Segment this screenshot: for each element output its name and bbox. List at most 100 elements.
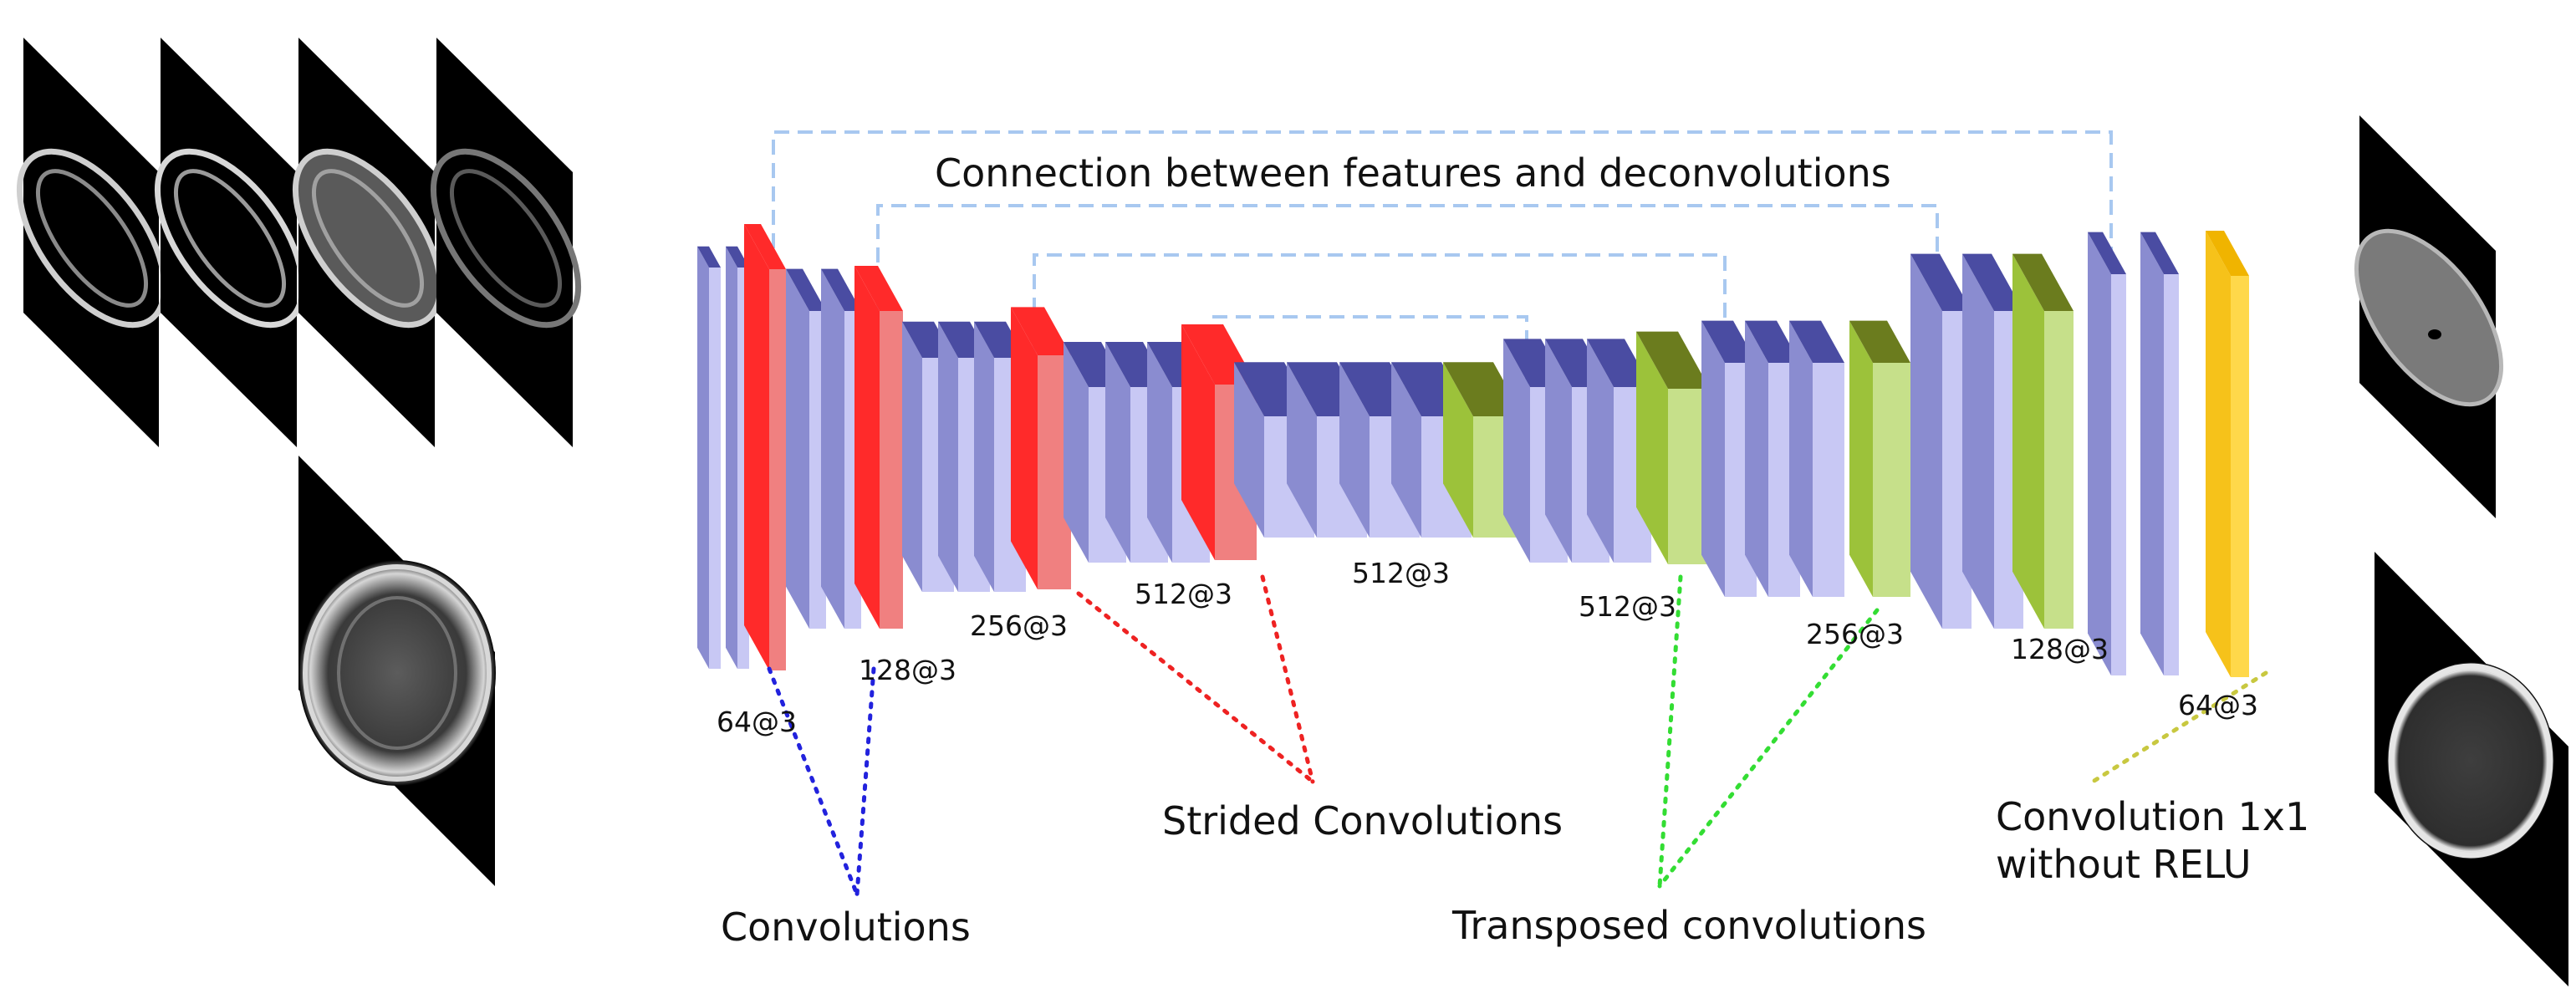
layer-block-top (786, 268, 826, 311)
layer-block-top (1636, 331, 1710, 389)
layer-block-top (1962, 253, 2023, 311)
input-scans (16, 38, 582, 886)
strided-pointer-b (1260, 574, 1315, 784)
layer-block-side (786, 268, 809, 629)
layer-block-front (2111, 274, 2126, 675)
dim-label-9: 64@3 (2178, 689, 2258, 721)
conv1x1-pointer (2088, 670, 2268, 786)
conv1x1-label-line1: Convolution 1x1 (1996, 794, 2309, 839)
skip-connection-2 (876, 204, 1939, 309)
layer-block-side (2140, 232, 2164, 676)
skip-connection-label: Connection between features and deconvol… (935, 150, 1891, 196)
layer-block-33-final (2206, 231, 2249, 677)
layer-block-side (1962, 253, 1994, 629)
strided-pointer-a (1076, 591, 1315, 784)
layer-block-side (697, 246, 709, 669)
conv1x1-label-line2: without RELU (1996, 842, 2252, 887)
layer-block-side (1443, 362, 1473, 538)
layer-block-top (2088, 232, 2126, 274)
labels: Connection between features and deconvol… (717, 150, 2309, 950)
layer-block-30-trans (2012, 253, 2074, 629)
layer-block-side (744, 224, 769, 670)
layer-block-side (2206, 231, 2231, 677)
layer-block-22-conv (1587, 339, 1651, 563)
layer-block-top (854, 266, 903, 311)
pointer-lines (767, 574, 2268, 897)
layer-block-front (880, 311, 903, 629)
input-scan-4 (430, 38, 582, 447)
layer-block-side (2088, 232, 2111, 676)
layer-block-side (1849, 320, 1873, 597)
layer-block-side (1391, 362, 1421, 538)
layer-block-top (2140, 232, 2179, 274)
input-scan-2 (154, 38, 306, 447)
layer-block-top (1910, 253, 1972, 311)
dim-label-8: 128@3 (2011, 633, 2109, 665)
layer-block-side (1701, 320, 1725, 597)
dim-label-1: 64@3 (717, 706, 797, 738)
layer-block-6-stride (854, 266, 903, 629)
layer-block-side (1064, 342, 1089, 563)
layer-block-top (821, 268, 861, 311)
layer-block-top (1849, 320, 1910, 363)
layer-block-front (2164, 274, 2179, 675)
layer-block-28-conv (1910, 253, 1972, 629)
output-scan-segmentation (2354, 115, 2504, 518)
transposed-pointer-a (1657, 574, 1683, 889)
dim-label-6: 512@3 (1579, 590, 1676, 623)
layer-block-side (1503, 339, 1530, 563)
input-scan-3 (292, 38, 444, 447)
dim-label-7: 256@3 (1806, 618, 1904, 650)
convolutions-label: Convolutions (721, 905, 971, 950)
output-scan-ct (2375, 552, 2568, 986)
layer-block-side (854, 266, 880, 629)
layer-block-top (1789, 320, 1844, 363)
transposed-pointer-b (1657, 608, 1880, 889)
layer-block-side (1011, 307, 1038, 589)
layer-block-side (1745, 320, 1768, 597)
output-scans (2354, 115, 2568, 986)
layer-block-side (1587, 339, 1614, 563)
layer-block-31-conv (2088, 232, 2126, 676)
layer-block-side (1545, 339, 1572, 563)
layer-block-front (1873, 363, 1910, 597)
strided-convolutions-label: Strided Convolutions (1162, 798, 1563, 843)
transposed-convolutions-label: Transposed convolutions (1451, 903, 1926, 948)
layer-block-top (2012, 253, 2074, 311)
layer-block-side (1636, 331, 1668, 564)
layer-block-top (1701, 320, 1757, 363)
layer-block-top (1011, 307, 1071, 355)
layer-block-side (1287, 362, 1317, 538)
convolutions-pointer-b (854, 666, 876, 897)
layer-block-10-stride (1011, 307, 1071, 589)
layer-block-26-conv (1789, 320, 1844, 597)
layer-block-side (726, 246, 737, 669)
layer-block-front (2231, 276, 2249, 677)
layer-block-side (1234, 362, 1264, 538)
layer-block-side (1789, 320, 1813, 597)
layer-block-top (1745, 320, 1800, 363)
layer-block-front (709, 268, 721, 669)
layer-block-side (974, 321, 994, 592)
layer-block-top (2206, 231, 2249, 276)
layer-block-side (1147, 342, 1172, 563)
layer-block-front (2044, 311, 2074, 629)
layer-block-23-trans (1636, 331, 1710, 564)
skip-connection-1 (772, 130, 2113, 276)
input-scan-brain (298, 456, 496, 886)
layer-block-side (1339, 362, 1370, 538)
layer-block-side (938, 321, 958, 592)
dim-label-5: 512@3 (1352, 557, 1450, 589)
layer-block-side (1910, 253, 1942, 629)
layer-block-front (1813, 363, 1844, 597)
layer-block-top (697, 246, 721, 268)
network-layers (697, 224, 2249, 677)
layer-block-top (744, 224, 786, 269)
dim-label-2: 128@3 (859, 654, 956, 686)
layer-block-side (902, 321, 922, 592)
layer-block-side (1181, 324, 1215, 560)
dim-label-3: 256@3 (970, 609, 1068, 642)
layer-block-side (821, 268, 844, 629)
layer-block-1-conv (697, 246, 721, 669)
